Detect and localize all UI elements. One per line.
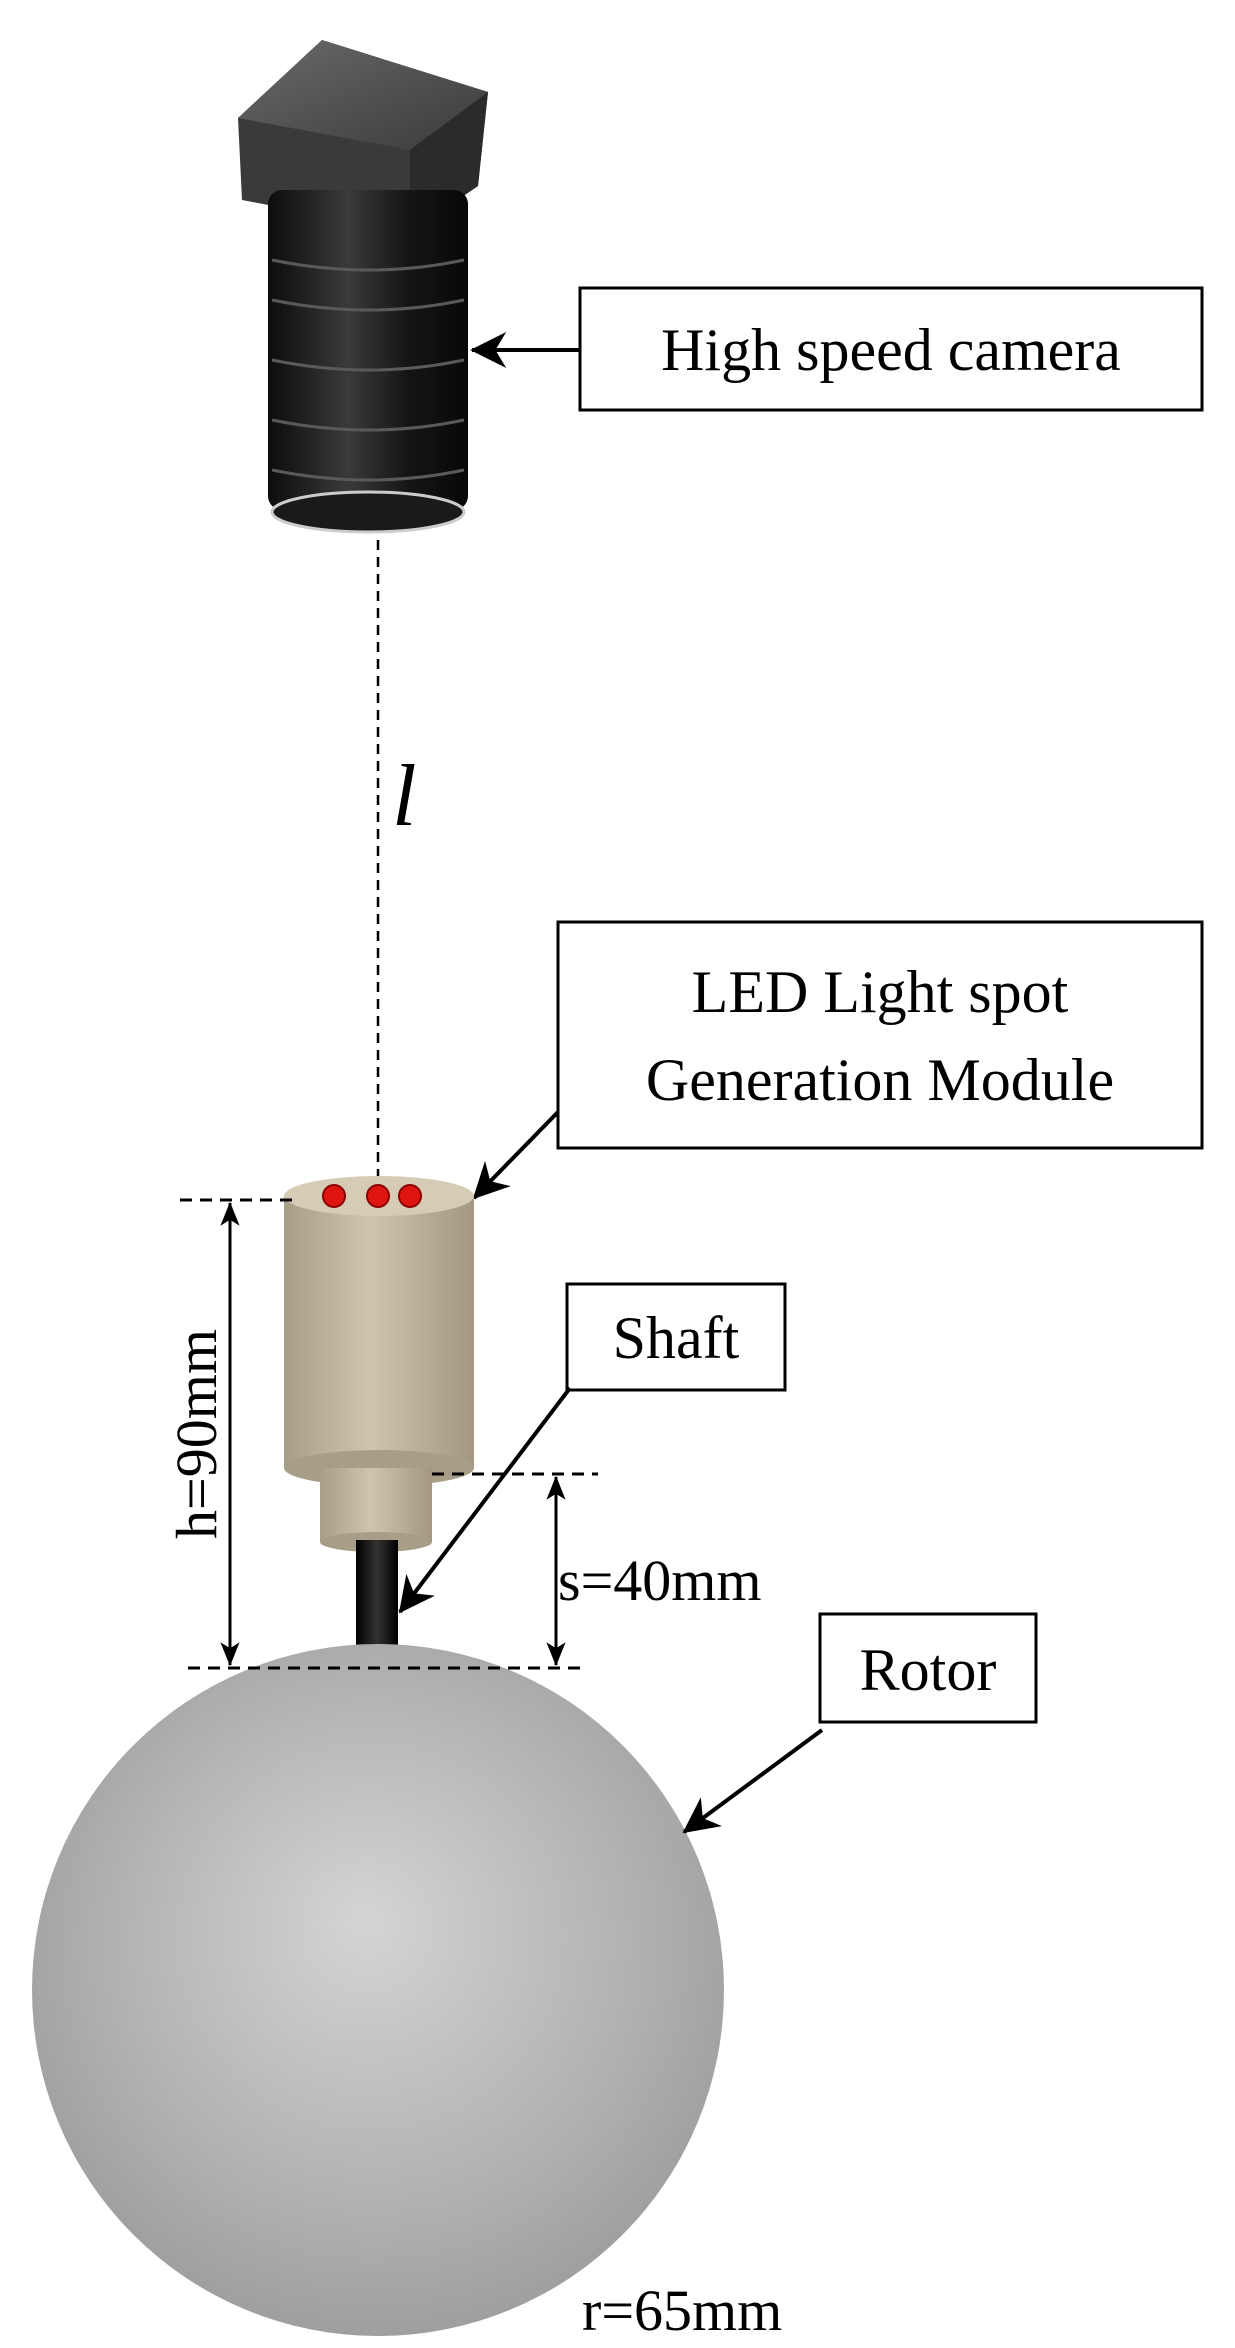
- led-dot-right: [398, 1184, 422, 1208]
- rotor-label: Rotor: [860, 1637, 997, 1703]
- high-speed-camera: [238, 40, 488, 534]
- rotor-label-box: [818, 1612, 1038, 1724]
- radius-label: r=65mm: [582, 2278, 782, 2343]
- shaft-label-box: [565, 1282, 787, 1392]
- shaft-collar: [320, 1468, 432, 1542]
- led-module-body: [284, 1196, 474, 1468]
- led-dot-left: [322, 1184, 346, 1208]
- camera-top-face: [238, 40, 488, 150]
- led-dot-center: [366, 1184, 390, 1208]
- rotor-sphere: [32, 1644, 724, 2336]
- led-label-box: [556, 920, 1204, 1150]
- shaft-label-arrow: [398, 1386, 572, 1614]
- lens-front: [270, 490, 466, 534]
- camera-lens: [268, 190, 468, 510]
- height-label: h=90mm: [164, 1329, 229, 1539]
- rotor-label-arrow: [682, 1728, 824, 1834]
- shaft-label: Shaft: [613, 1305, 740, 1371]
- lens-rings: [271, 258, 465, 482]
- shaft-dimension: s=40mm: [432, 1472, 762, 1667]
- distance-label: l: [392, 748, 416, 845]
- camera-label-box: [578, 286, 1204, 412]
- shaft-length-label: s=40mm: [558, 1548, 762, 1613]
- led-module: [284, 1176, 474, 1552]
- led-label-line2: Generation Module: [646, 1047, 1114, 1113]
- led-label-line1: LED Light spot: [692, 959, 1069, 1025]
- camera-label: High speed camera: [661, 317, 1121, 383]
- led-label-arrow: [472, 1110, 560, 1200]
- height-dimension: h=90mm: [164, 1198, 580, 1670]
